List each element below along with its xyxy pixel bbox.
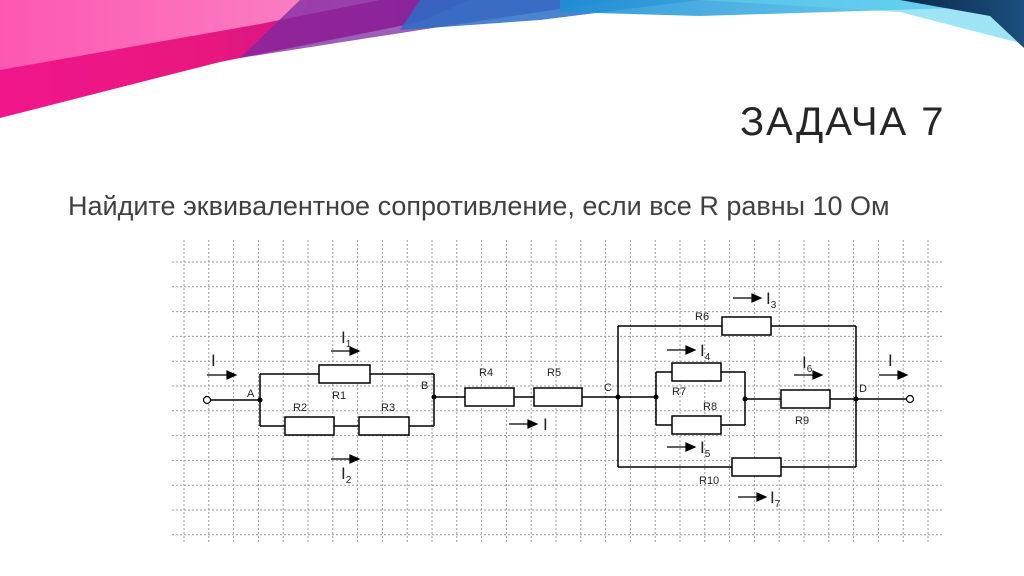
current-index-i1: 1 (346, 339, 352, 350)
node-label-c: C (604, 382, 612, 394)
resistor-r5 (533, 387, 583, 407)
arrow-i3 (733, 293, 763, 303)
current-label-i3: I3 (766, 289, 777, 311)
arrow-i7 (738, 492, 768, 502)
resistor-r7 (671, 362, 722, 382)
current-letter-i6: I (802, 353, 807, 372)
resistor-r3 (358, 416, 410, 436)
junction-b (431, 394, 437, 400)
junction-d (853, 396, 859, 402)
input-terminal (202, 395, 212, 405)
current-index-i2: 2 (346, 475, 352, 486)
arrow-main-out (879, 370, 909, 380)
slide-title: ЗАДАЧА 7 (740, 100, 946, 144)
current-letter-i2: I (341, 464, 346, 483)
arrow-i1 (331, 346, 361, 356)
resistor-r4 (464, 387, 515, 407)
resistors (284, 316, 831, 477)
resistor-label-r6: R6 (695, 311, 709, 323)
resistor-r1 (318, 364, 371, 384)
current-index-i6: 6 (807, 364, 813, 375)
resistor-label-r7: R7 (672, 386, 686, 398)
arrow-i2 (331, 454, 361, 464)
junction-inner-right (742, 396, 748, 402)
node-label-a: A (247, 388, 255, 400)
resistor-r8 (671, 415, 722, 435)
current-index-i5: 5 (705, 449, 711, 460)
banner-band-navy (900, 0, 1024, 48)
current-label-series: I (543, 415, 548, 434)
arrow-series (509, 419, 539, 429)
current-letter-i1: I (341, 328, 346, 347)
current-letter-i7: I (770, 488, 775, 507)
node-label-d: D (859, 383, 867, 395)
current-index-i4: 4 (705, 352, 711, 363)
current-label-main-in: I (211, 351, 216, 370)
current-letter-i3: I (766, 289, 771, 308)
current-label-main-out: I (888, 351, 893, 370)
decorative-banner (0, 0, 1024, 118)
resistor-label-r4: R4 (479, 367, 493, 379)
current-arrows (207, 293, 909, 502)
resistor-label-r9: R9 (795, 415, 809, 427)
junction-c (615, 394, 621, 400)
arrow-i6 (794, 370, 824, 380)
current-label-i2: I2 (341, 464, 352, 486)
banner-band-teal (700, 0, 1024, 44)
resistor-label-r3: R3 (381, 402, 395, 414)
current-label-i7: I7 (770, 488, 781, 510)
terminals-and-junctions (202, 394, 915, 405)
arrow-main-in (207, 370, 238, 380)
current-index-i3: 3 (771, 300, 777, 311)
junction-inner-left (653, 394, 659, 400)
resistor-r9 (780, 389, 831, 409)
current-label-i4: I4 (700, 341, 711, 363)
resistor-label-r8: R8 (703, 401, 717, 413)
output-terminal (905, 394, 915, 404)
node-label-b: B (421, 380, 428, 392)
current-label-i1: I1 (341, 328, 352, 350)
resistor-label-r10: R10 (699, 475, 719, 487)
circuit-diagram: A B C D R1 R2 R3 R4 R5 R6 R7 R8 R9 R10 I… (172, 240, 944, 542)
resistor-label-r5: R5 (547, 367, 561, 379)
current-label-i6: I6 (802, 353, 813, 375)
resistor-r2 (284, 416, 335, 436)
resistor-r6 (721, 316, 772, 336)
current-index-i7: 7 (775, 499, 781, 510)
junction-a (257, 397, 263, 403)
current-letter-i5: I (700, 438, 705, 457)
arrow-i4 (667, 345, 697, 355)
slide-body-text: Найдите эквивалентное сопротивление, есл… (68, 191, 890, 221)
arrow-i5 (667, 442, 697, 452)
resistor-r10 (731, 457, 782, 477)
resistor-label-r1: R1 (332, 390, 346, 402)
current-label-i5: I5 (700, 438, 711, 460)
banner-band-purple (240, 0, 620, 58)
current-letter-i4: I (700, 341, 705, 360)
wires (211, 325, 906, 468)
resistor-label-r2: R2 (293, 402, 307, 414)
